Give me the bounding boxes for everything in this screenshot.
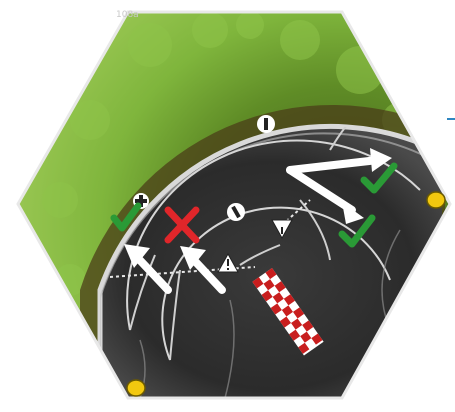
lane-marker-outer xyxy=(257,115,275,133)
edge-marker xyxy=(447,118,455,120)
yellow-peg-icon xyxy=(127,380,145,396)
lane-marker-outer-glyph xyxy=(264,118,268,130)
tile-number: 108a xyxy=(116,10,139,20)
lane-marker-middle xyxy=(227,203,245,221)
yellow-peg-icon xyxy=(427,192,445,208)
